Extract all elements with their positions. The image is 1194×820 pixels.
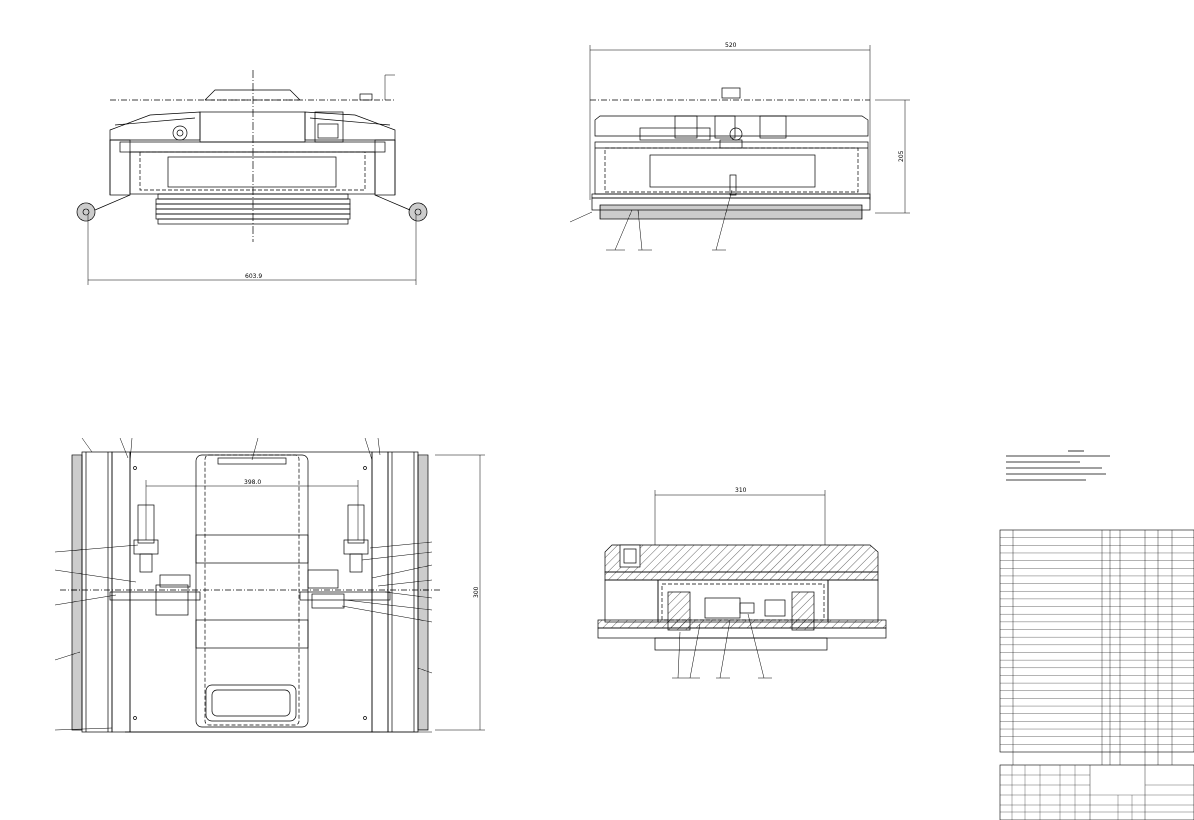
- front-view: [76, 70, 428, 285]
- front-width-label: 603.9: [245, 273, 262, 280]
- parts-list-table: [999, 529, 1194, 765]
- section-width-label: 310: [735, 487, 747, 494]
- plan-height-label: 300: [473, 586, 480, 598]
- technical-notes: [1006, 450, 1110, 481]
- side-height-label: 205: [898, 150, 905, 162]
- title-block: [999, 764, 1194, 820]
- side-width-label: 520: [725, 42, 737, 49]
- section-view: [597, 490, 887, 679]
- side-view: [569, 45, 910, 251]
- parts-list-rows: [1000, 537, 1194, 745]
- plan-view: [54, 437, 485, 733]
- plan-width-label: 398.0: [244, 479, 261, 486]
